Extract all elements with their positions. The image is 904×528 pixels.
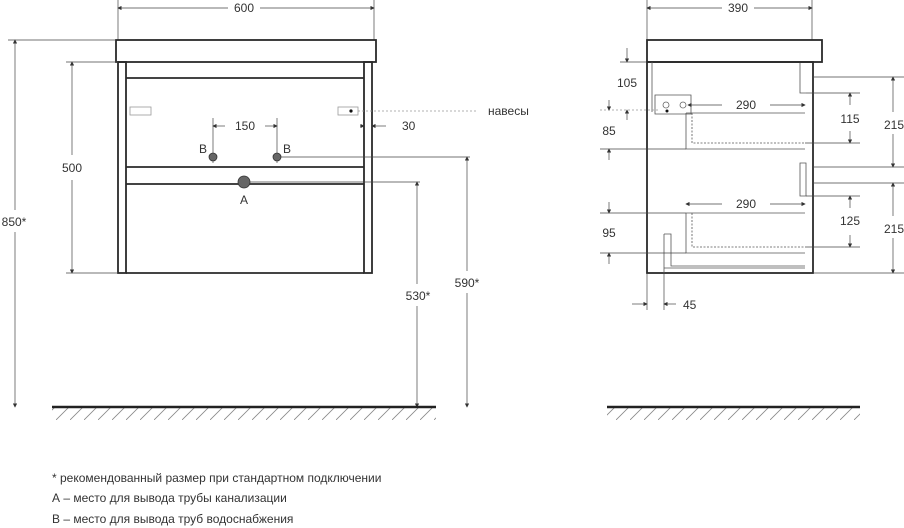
upper-drawer-height: 115 <box>840 112 859 126</box>
hanger-offset-dimension: 30 <box>402 119 416 133</box>
cabinet-body-side <box>646 61 814 274</box>
footnote-b: В – место для вывода труб водоснабжения <box>52 512 294 526</box>
supply-pipe-b-left <box>208 152 218 162</box>
hanger-left <box>129 106 152 116</box>
supply-height-dimension: 590* <box>455 276 480 290</box>
lower-drawer-height: 125 <box>840 214 860 228</box>
right-leg <box>363 61 373 274</box>
plinth <box>663 233 805 273</box>
supply-pipe-b-right <box>272 152 282 162</box>
lower-section-height: 215 <box>884 222 904 236</box>
bottom-gap-dimension: 95 <box>602 226 616 240</box>
upper-section-height: 215 <box>884 118 904 132</box>
side-view: 390 290 290 105 85 <box>600 0 904 420</box>
upper-drawer-depth: 290 <box>736 98 756 112</box>
hanger-right <box>337 106 359 116</box>
hangers-label: навесы <box>488 104 529 118</box>
height-dimension: 500 <box>62 161 82 175</box>
width-dimension: 600 <box>234 1 254 15</box>
left-leg <box>117 61 127 274</box>
drain-height-dimension: 530* <box>406 289 431 303</box>
front-view: 600 навесы 150 30 B B A <box>2 0 529 420</box>
label-b-right: B <box>283 142 291 156</box>
countertop-side <box>646 39 823 63</box>
countertop <box>115 39 377 63</box>
footnote-a: А – место для вывода трубы канализации <box>52 491 287 505</box>
label-a: A <box>240 193 248 207</box>
depth-dimension: 390 <box>728 1 748 15</box>
plinth-offset-dimension: 45 <box>683 298 697 312</box>
hanger-gap-dimension: 85 <box>602 124 616 138</box>
lower-drawer-depth: 290 <box>736 197 756 211</box>
footnote-recommended: * рекомендованный размер при стандартном… <box>52 471 382 485</box>
total-height-dimension: 850* <box>2 215 27 229</box>
pipe-spacing-dimension: 150 <box>235 119 255 133</box>
upper-drawer <box>685 112 805 150</box>
drain-pipe-a <box>237 175 251 189</box>
label-b-left: B <box>199 142 207 156</box>
top-offset-dimension: 105 <box>617 76 637 90</box>
